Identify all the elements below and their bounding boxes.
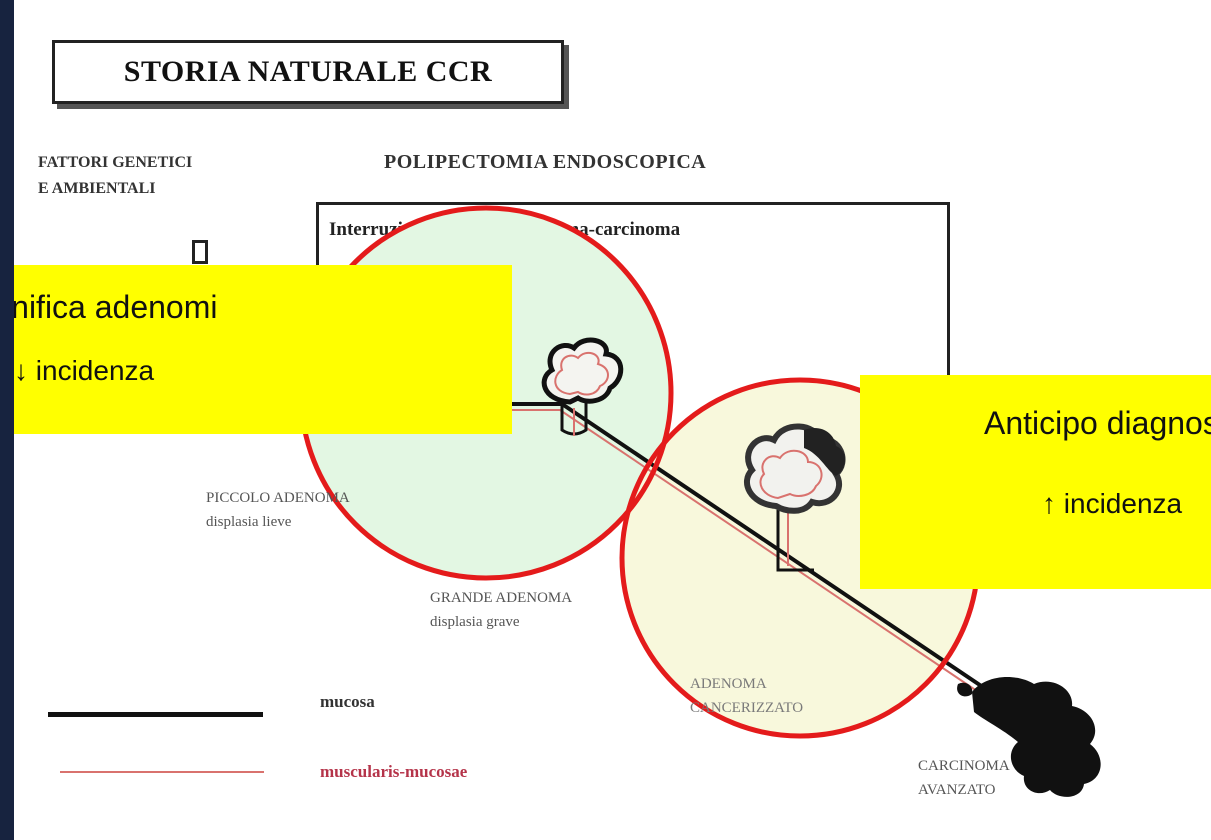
stage-cancerized-adenoma: ADENOMA CANCERIZZATO	[690, 672, 803, 720]
legend-muscularis-label: muscularis-mucosae	[320, 762, 467, 782]
stage-cancerized-adenoma-desc: CANCERIZZATO	[690, 696, 803, 720]
callout-right-title: Anticipo diagnostico	[984, 405, 1211, 442]
carcinoma-fragment	[957, 683, 972, 697]
legend-mucosa-swatch	[48, 712, 263, 717]
callout-right-subtitle: ↑ incidenza	[1042, 488, 1182, 520]
stage-large-adenoma: GRANDE ADENOMA displasia grave	[430, 586, 572, 634]
stage-cancerized-adenoma-title: ADENOMA	[690, 672, 803, 696]
stage-advanced-carcinoma: CARCINOMA AVANZATO	[918, 754, 1010, 802]
callout-right: Anticipo diagnostico ↑ incidenza	[860, 375, 1211, 589]
stage-large-adenoma-desc: displasia grave	[430, 610, 572, 634]
legend-mucosa-label: mucosa	[320, 692, 375, 712]
callout-left-subtitle: ↓↓↓ incidenza	[14, 355, 154, 387]
stage-advanced-carcinoma-title: CARCINOMA	[918, 754, 1010, 778]
stage-small-adenoma-title: PICCOLO ADENOMA	[206, 486, 350, 510]
stage-small-adenoma: PICCOLO ADENOMA displasia lieve	[206, 486, 350, 534]
stage-advanced-carcinoma-desc: AVANZATO	[918, 778, 1010, 802]
callout-left: Bonifica adenomi ↓↓↓ incidenza	[14, 265, 512, 434]
legend-muscularis-swatch	[60, 771, 264, 773]
stage-large-adenoma-title: GRANDE ADENOMA	[430, 586, 572, 610]
stage-small-adenoma-desc: displasia lieve	[206, 510, 350, 534]
slide: STORIA NATURALE CCR FATTORI GENETICI E A…	[14, 0, 1211, 840]
callout-left-title: Bonifica adenomi	[14, 289, 217, 326]
